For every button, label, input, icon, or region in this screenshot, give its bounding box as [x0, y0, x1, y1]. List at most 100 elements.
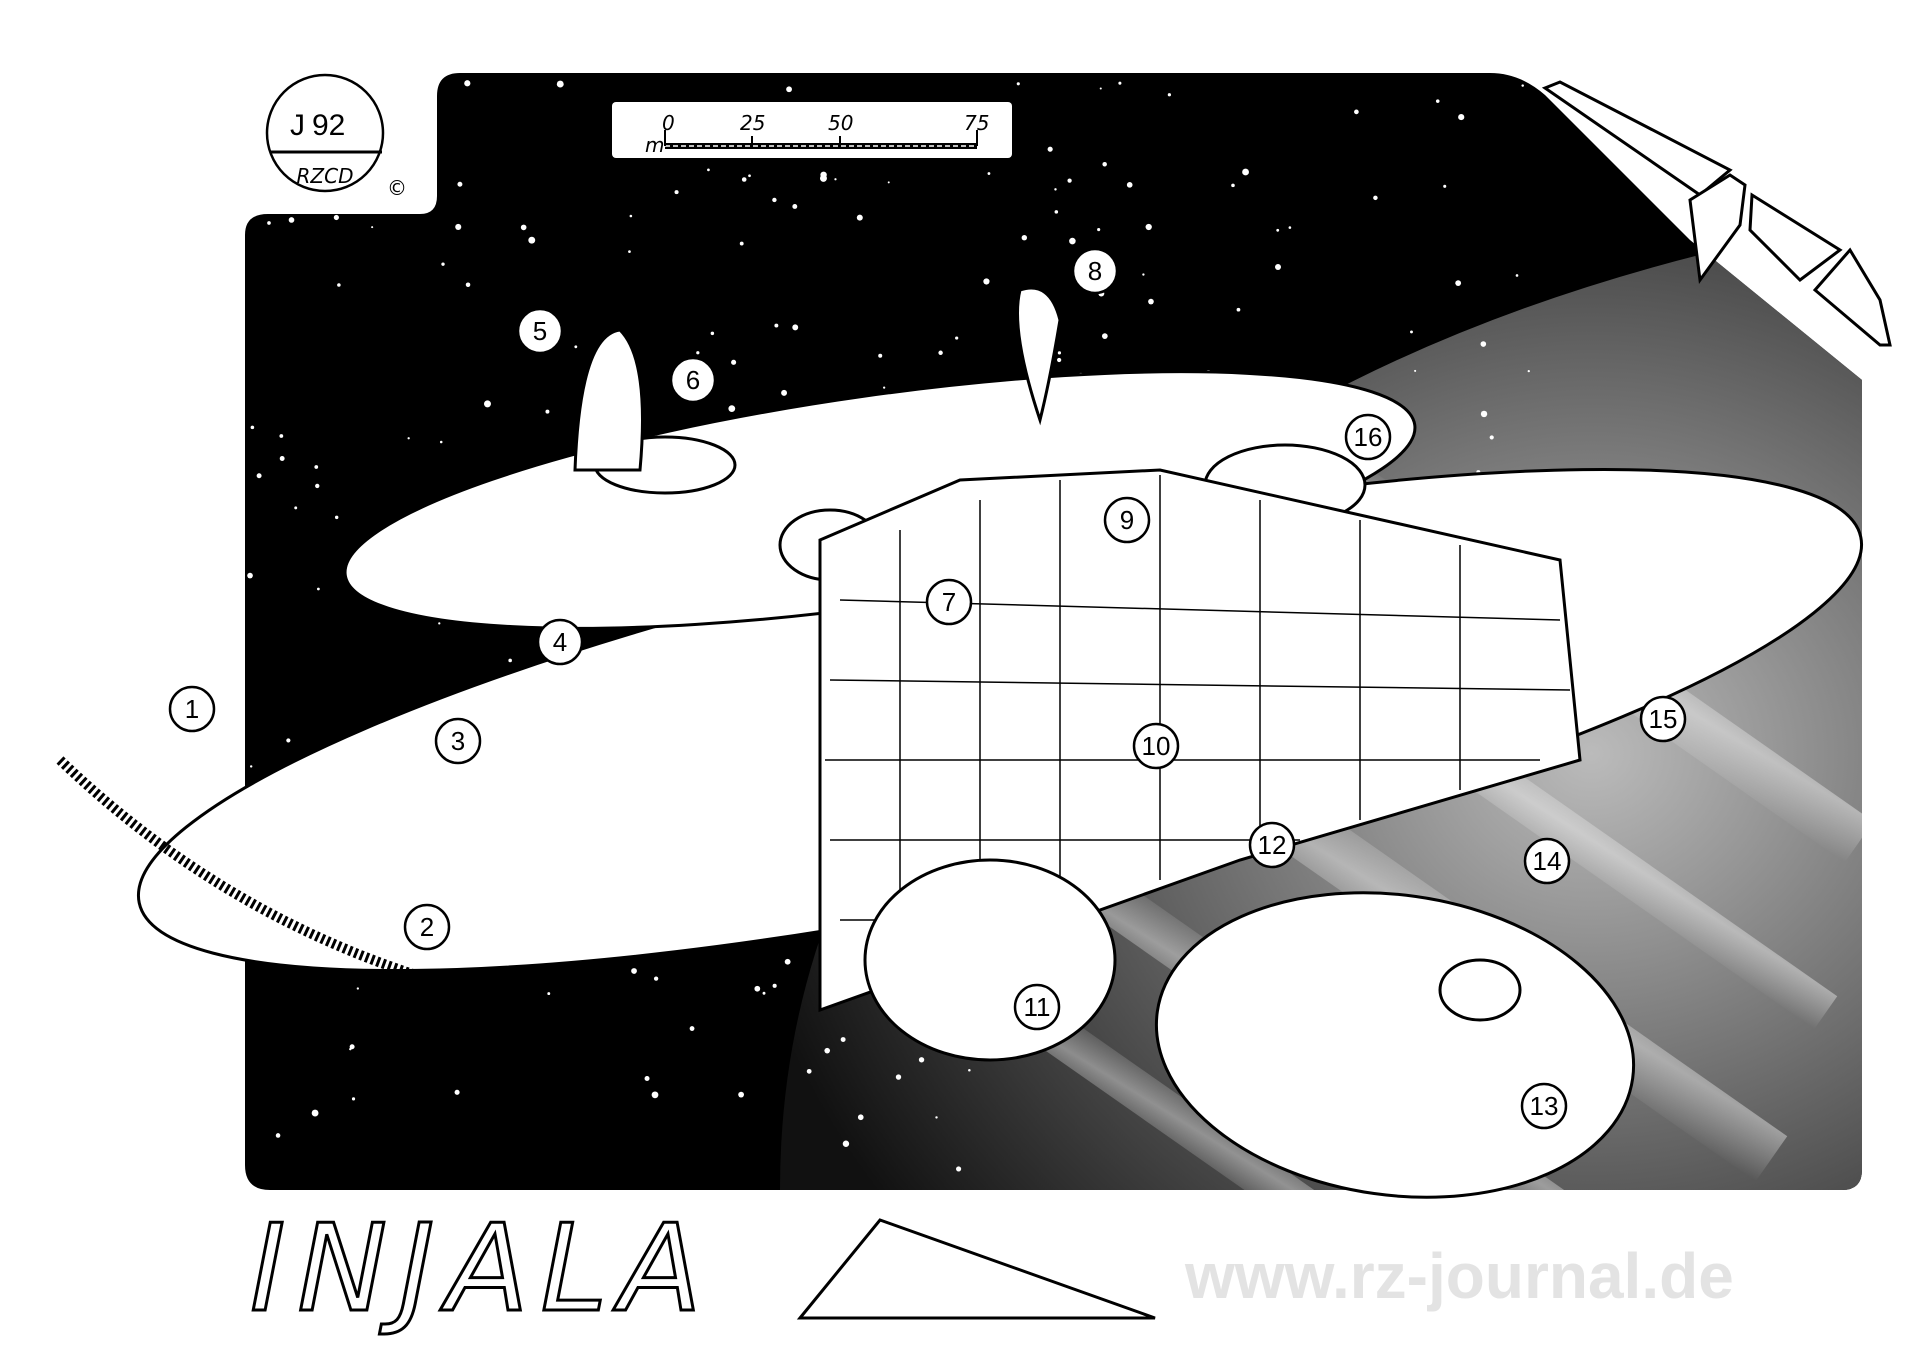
callout-6: 6: [669, 356, 717, 404]
star: [955, 336, 959, 340]
scale-tick-50: 50: [828, 111, 853, 135]
star: [438, 622, 441, 625]
star: [1354, 109, 1359, 115]
star: [707, 168, 710, 172]
star: [840, 1037, 846, 1043]
callout-label: 13: [1530, 1091, 1559, 1121]
callout-label: 15: [1649, 704, 1678, 734]
star: [1410, 330, 1413, 334]
callout-label: 3: [451, 726, 465, 756]
star: [792, 204, 798, 209]
star: [1067, 178, 1072, 183]
star: [1236, 307, 1241, 312]
star: [1047, 146, 1053, 152]
star: [1167, 93, 1171, 97]
callout-8: 8: [1071, 247, 1119, 295]
star: [454, 1089, 460, 1095]
star: [774, 323, 779, 328]
watermark: www.rz-journal.de: [1184, 1240, 1734, 1312]
star: [728, 405, 736, 413]
star: [834, 178, 837, 181]
star: [371, 226, 374, 229]
callout-4: 4: [536, 618, 584, 666]
star: [1480, 410, 1488, 418]
callout-7: 7: [925, 578, 973, 626]
star: [337, 283, 341, 287]
star: [842, 1140, 850, 1147]
star: [294, 506, 298, 510]
callout-label: 8: [1088, 256, 1102, 286]
star: [696, 351, 700, 355]
star: [1097, 228, 1101, 232]
callout-label: 6: [686, 365, 700, 395]
callout-label: 4: [553, 627, 567, 657]
star: [856, 214, 863, 221]
title-logo: INJALA: [249, 1199, 1156, 1341]
star: [1054, 188, 1057, 191]
star: [935, 1116, 938, 1119]
star: [556, 80, 564, 88]
callout-circle: [403, 903, 451, 951]
star: [987, 172, 991, 175]
star: [1148, 298, 1154, 305]
star: [895, 1074, 902, 1080]
star: [631, 968, 637, 974]
window-frames: [1541, 80, 1892, 347]
stamp-initial: J: [290, 109, 305, 142]
star: [824, 1047, 831, 1054]
star: [1242, 168, 1249, 176]
star: [772, 197, 777, 203]
star: [349, 1044, 355, 1050]
star: [407, 437, 410, 440]
star: [275, 1133, 281, 1138]
callout-circle: [1520, 1082, 1568, 1130]
callout-14: 14: [1523, 837, 1571, 885]
star: [883, 386, 886, 389]
star: [508, 658, 512, 663]
callout-circle: [1013, 983, 1061, 1031]
callout-label: 12: [1258, 830, 1287, 860]
callout-13: 13: [1520, 1082, 1568, 1130]
star: [1145, 223, 1152, 231]
star: [820, 171, 827, 179]
copyright-mark: ©: [387, 176, 407, 200]
star: [1057, 351, 1062, 355]
callout-circle: [168, 685, 216, 733]
callout-circle: [1344, 413, 1392, 461]
star: [465, 282, 471, 288]
star: [1016, 82, 1020, 86]
star: [464, 80, 471, 87]
scale-tick-0: 0: [662, 111, 675, 135]
star: [1069, 237, 1076, 245]
title-logo-text: INJALA: [250, 1200, 714, 1339]
scale-unit: m: [645, 133, 664, 157]
star: [574, 345, 578, 349]
star: [311, 1109, 319, 1117]
star: [1455, 280, 1462, 287]
star: [1515, 274, 1519, 277]
star: [651, 1091, 659, 1099]
scale-tick-75: 75: [964, 111, 989, 135]
star: [250, 425, 255, 430]
star: [674, 190, 679, 195]
star: [806, 1068, 812, 1074]
star: [1480, 341, 1487, 347]
star: [288, 217, 295, 223]
star: [1054, 210, 1059, 214]
star: [483, 400, 491, 408]
star: [1057, 357, 1062, 363]
rzcd-stamp: J 92 RZCD ©: [265, 73, 407, 200]
star: [279, 456, 285, 461]
star: [786, 86, 792, 93]
star: [314, 465, 319, 469]
star: [741, 177, 747, 182]
star: [266, 104, 270, 108]
star: [547, 992, 551, 996]
star: [1099, 87, 1102, 90]
callout-label: 14: [1533, 846, 1562, 876]
callout-10: 10: [1132, 722, 1180, 770]
star: [1458, 114, 1465, 121]
star: [644, 1075, 650, 1081]
star: [1288, 226, 1292, 229]
